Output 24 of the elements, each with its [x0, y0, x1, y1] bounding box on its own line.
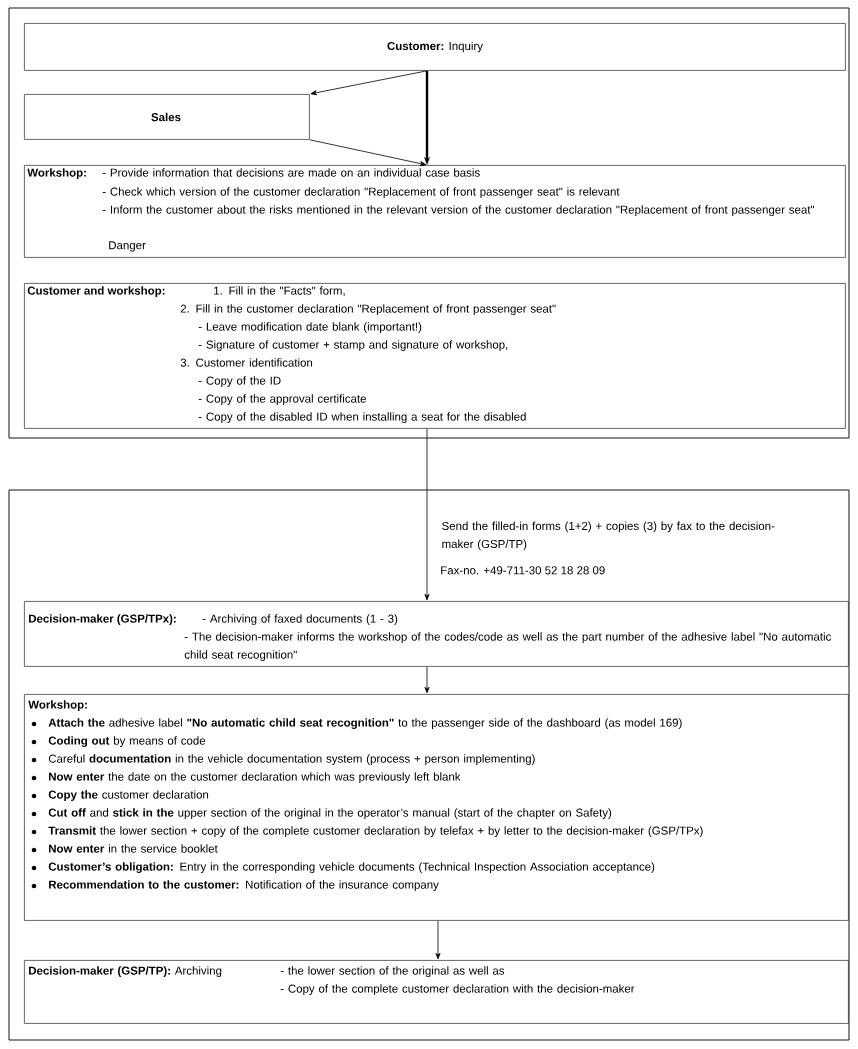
list-item: Recommendation to the customer: Notification of the insurance company	[31, 880, 439, 891]
list-item: Transmit the lower section + copy of the complete customer declaration by telefax + by letter to the decision-maker (GSP/TPx)	[31, 826, 703, 837]
process-box: Decision-maker (GSP/TPx): - Archiving of faxed documents (1 - 3) - The decision-maker informs the workshop of the codes/code as well as the part number of the adhesive label "No automatic child seat recognition"	[24, 601, 849, 667]
list-item: Customer’s obligation: Entry in the corresponding vehicle documents (Technical Inspection Association acceptance)	[31, 862, 655, 873]
list-item: Copy the customer declaration	[31, 790, 209, 801]
arrow	[424, 428, 430, 601]
process-box: Customer and workshop: 1. Fill in the "Facts" form, 2. Fill in the customer declaration "Replacement of front passenger seat" - Leave modification date blank (important!) - Signature of customer + stamp and signature of workshop, 3. Customer identification - Copy of the ID - Copy of the approval certificate - Copy of the disabled ID when installing a seat for the disabled	[24, 283, 846, 429]
arrow	[424, 666, 430, 694]
list-item: Now enter in the service booklet	[31, 844, 218, 853]
process-box: Customer: Inquiry	[24, 23, 846, 71]
arrow	[310, 70, 428, 96]
list-item: Coding out by means of code	[31, 736, 206, 747]
arrow	[435, 920, 441, 960]
list-item: Now enter the date on the customer declaration which was previously left blank	[31, 772, 461, 783]
list-item: Careful documentation in the vehicle documentation system (process + person implementing)	[31, 754, 535, 765]
list-item: Attach the adhesive label "No automatic child seat recognition" to the passenger side of the dashboard (as model 169)	[31, 718, 682, 729]
process-box: Workshop: - Provide information that decisions are made on an individual case basis - Check which version of the customer declaration "Replacement of front passenger seat" is relevant - Inform the customer about the risks mentioned in the relevant version of the customer declaration "Replacement of front passenger seat" Danger	[24, 165, 846, 258]
process-box: Sales	[24, 94, 310, 140]
process-box: Decision-maker (GSP/TP): Archiving - the lower section of the original as well as - Copy of the complete customer declaration with the decision-maker	[24, 960, 849, 1024]
arrow	[309, 139, 427, 167]
list-item: Cut off and stick in the upper section of the original in the operator’s manual (start of the chapter on Safety)	[31, 808, 612, 819]
edge-label: Send the filled-in forms (1+2) + copies (3) by fax to the decision-maker (GSP/TP)	[442, 521, 775, 551]
process-box: Workshop: Attach the adhesive label "No automatic child seat recognition" to the passenger side of the dashboard (as model 169) Coding out by means of code Careful documentation in the vehicle documentation system (process + person implementing) Now enter the date on the customer declaration which was previously left blank Copy the customer declaration Cut off and stick in the upper section of the original in the operator’s manual (start of the chapter on Safety) Transmit the lower section + copy of the complete customer declaration by telefax + by letter to the decision-maker (GSP/TPx) Now enter in the service booklet Customer’s obligation: Entry in the corresponding vehicle documents (Technical Inspection Association acceptance) Recommendation to the customer: Notification of the insurance company	[24, 694, 849, 921]
note: Fax-no. +49-711-30 52 18 28 09	[441, 566, 605, 575]
